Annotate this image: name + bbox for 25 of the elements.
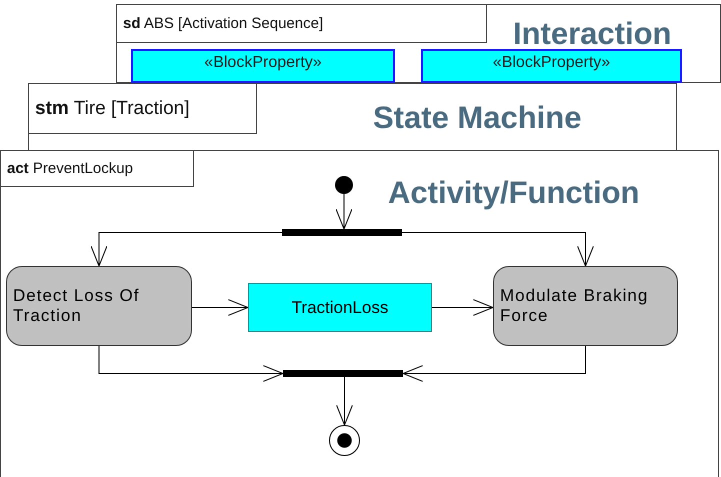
frame: [28, 83, 677, 150]
block-property-box: «BlockProperty»: [421, 49, 682, 83]
object-node: TractionLoss: [248, 283, 432, 332]
arrow: [402, 232, 594, 266]
action-node: Modulate Braking Force: [493, 266, 678, 346]
frame: [0, 150, 719, 477]
arrow: [432, 299, 494, 316]
diagram-kind-title: Activity/Function: [388, 177, 640, 208]
arrow: [402, 346, 586, 382]
frame-heading: sd ABS [Activation Sequence]: [117, 5, 487, 43]
initial-node: [335, 176, 353, 194]
arrow: [98, 346, 284, 382]
fork-bar: [282, 229, 402, 236]
arrow: [192, 299, 248, 316]
block-property-box: «BlockProperty»: [131, 49, 395, 83]
arrow: [90, 232, 282, 266]
frame-heading: stm Tire [Traction]: [29, 84, 257, 134]
diagram-kind-title: Interaction: [513, 18, 672, 49]
arrow: [336, 194, 352, 230]
join-bar: [283, 370, 403, 377]
action-node: Detect Loss Of Traction: [6, 266, 192, 346]
diagram-kind-title: State Machine: [373, 102, 582, 133]
final-node: [329, 425, 360, 456]
frame: [116, 4, 721, 83]
arrow: [336, 376, 353, 426]
